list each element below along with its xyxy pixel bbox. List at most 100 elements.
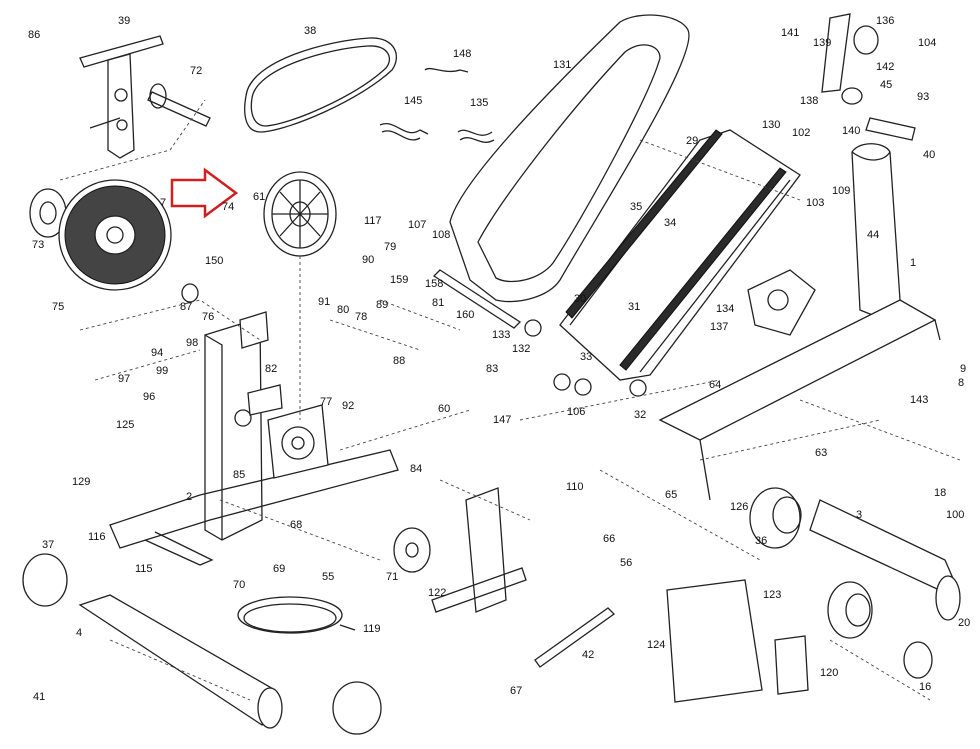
part-label-67: 67 [510, 685, 522, 697]
part-label-38: 38 [304, 25, 316, 37]
part-label-65: 65 [665, 489, 677, 501]
crossbar-133 [432, 269, 522, 329]
tube-3 [809, 499, 961, 621]
part-label-80: 80 [337, 304, 349, 316]
part-label-8: 8 [958, 377, 964, 389]
bracket-39 [79, 35, 211, 159]
part-label-1: 1 [910, 257, 916, 269]
motor-plate [247, 384, 329, 479]
part-label-63: 63 [815, 447, 827, 459]
part-label-143: 143 [910, 394, 928, 406]
part-label-133: 133 [492, 329, 510, 341]
part-label-64: 64 [709, 379, 721, 391]
top-right-arm [821, 13, 916, 141]
deck-frame-131 [449, 14, 690, 303]
part-label-2: 2 [186, 491, 192, 503]
part-label-160: 160 [456, 309, 474, 321]
main-frame-2 [109, 311, 399, 566]
part-label-4: 4 [76, 627, 82, 639]
part-label-116: 116 [88, 531, 106, 543]
bar-42 [534, 607, 616, 668]
part-label-31: 31 [628, 301, 640, 313]
tube-4 [22, 553, 382, 735]
part-label-98: 98 [186, 337, 198, 349]
part-label-124: 124 [647, 639, 665, 651]
part-label-76: 76 [202, 311, 214, 323]
part-label-92: 92 [342, 400, 354, 412]
part-label-123: 123 [763, 589, 781, 601]
part-label-142: 142 [876, 61, 894, 73]
lower-pulley [393, 487, 527, 613]
part-label-39: 39 [118, 15, 130, 27]
part-label-44: 44 [867, 229, 879, 241]
flywheel-assembly [29, 179, 199, 303]
part-label-140: 140 [842, 125, 860, 137]
part-label-148: 148 [453, 48, 471, 60]
part-label-134: 134 [716, 303, 734, 315]
part-label-86: 86 [28, 29, 40, 41]
part-label-102: 102 [792, 127, 810, 139]
red-callout-arrow [170, 167, 239, 219]
part-label-40: 40 [923, 149, 935, 161]
part-label-129: 129 [72, 476, 90, 488]
part-label-147: 147 [493, 414, 511, 426]
part-label-100: 100 [946, 509, 964, 521]
part-label-42: 42 [582, 649, 594, 661]
part-label-115: 115 [135, 563, 153, 575]
part-label-60: 60 [438, 403, 450, 415]
cables [379, 67, 495, 143]
part-label-120: 120 [820, 667, 838, 679]
part-label-41: 41 [33, 691, 45, 703]
part-label-37: 37 [42, 539, 54, 551]
part-label-82: 82 [265, 363, 277, 375]
part-label-36: 36 [755, 535, 767, 547]
part-label-110: 110 [566, 481, 584, 493]
part-label-18: 18 [934, 487, 946, 499]
cable-119 [237, 596, 356, 634]
front-roller-36 [749, 487, 802, 549]
part-label-145: 145 [404, 95, 422, 107]
motor-134 [747, 269, 816, 336]
part-label-85: 85 [233, 469, 245, 481]
part-label-131: 131 [553, 59, 571, 71]
part-label-137: 137 [710, 321, 728, 333]
part-label-125: 125 [116, 419, 134, 431]
part-label-30: 30 [574, 293, 586, 305]
part-label-94: 94 [151, 347, 163, 359]
part-label-75: 75 [52, 301, 64, 313]
part-label-73: 73 [32, 239, 44, 251]
part-label-72: 72 [190, 65, 202, 77]
part-label-34: 34 [664, 217, 676, 229]
part-label-107: 107 [408, 219, 426, 231]
part-label-97: 97 [118, 373, 130, 385]
part-label-83: 83 [486, 363, 498, 375]
part-label-96: 96 [143, 391, 155, 403]
part-label-104: 104 [918, 37, 936, 49]
part-label-135: 135 [470, 97, 488, 109]
part-label-119: 119 [363, 623, 381, 635]
part-label-109: 109 [832, 185, 850, 197]
part-label-66: 66 [603, 533, 615, 545]
upright-1 [658, 143, 941, 501]
part-label-91: 91 [318, 296, 330, 308]
part-label-78: 78 [355, 311, 367, 323]
part-label-68: 68 [290, 519, 302, 531]
part-label-69: 69 [273, 563, 285, 575]
part-label-99: 99 [156, 365, 168, 377]
part-label-7: 7 [160, 197, 166, 209]
deck-rails-130 [524, 129, 801, 397]
part-label-93: 93 [917, 91, 929, 103]
part-label-141: 141 [781, 27, 799, 39]
part-label-9: 9 [960, 363, 966, 375]
part-label-159: 159 [390, 274, 408, 286]
belt-38 [244, 37, 397, 133]
part-label-70: 70 [233, 579, 245, 591]
part-label-29: 29 [686, 135, 698, 147]
part-label-56: 56 [620, 557, 632, 569]
rear-roller-36 [827, 581, 933, 679]
guide-lines [59, 99, 961, 701]
part-label-117: 117 [364, 215, 382, 227]
part-label-150: 150 [205, 255, 223, 267]
